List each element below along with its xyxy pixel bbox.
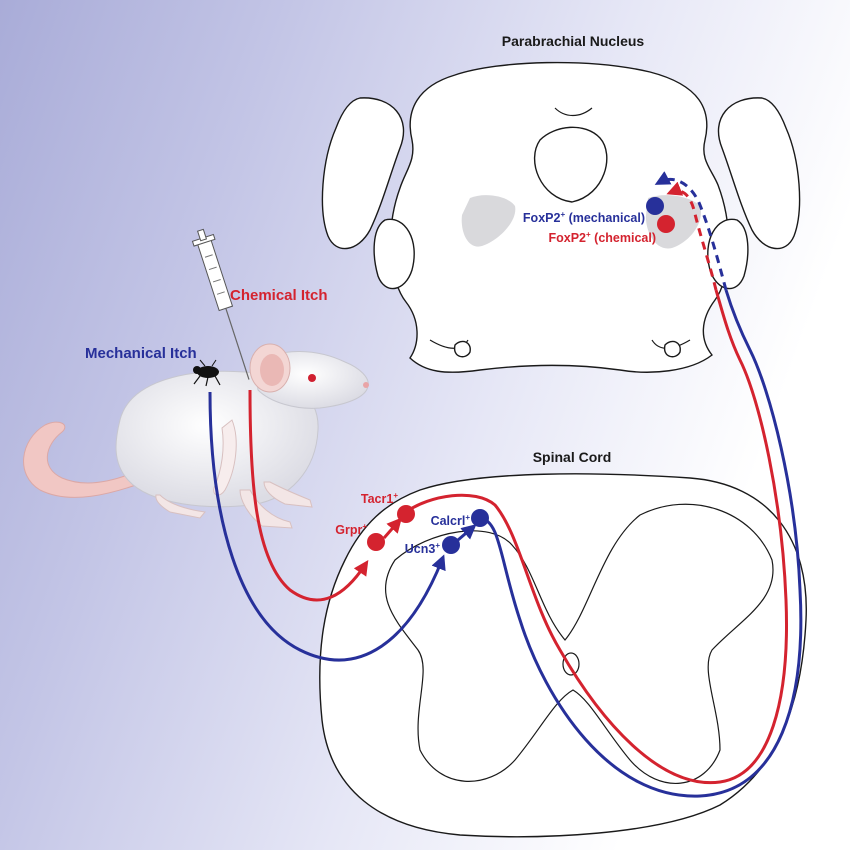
grpr-label: Grpr+	[335, 522, 367, 537]
grpr-to-tacr1-arrow	[382, 517, 402, 539]
foxp2-chemical-neuron	[657, 215, 675, 233]
chemical-projection-path	[405, 289, 788, 785]
chemical-projection-dashed	[666, 181, 718, 291]
tacr1-neuron	[397, 505, 415, 523]
bug-icon	[193, 359, 221, 387]
calcrl-neuron	[471, 509, 489, 527]
ucn3-to-calcrl-arrow	[457, 524, 477, 542]
chemical-itch-label: Chemical Itch	[230, 287, 328, 304]
mechanical-itch-label: Mechanical Itch	[85, 345, 197, 362]
spinal-cord-title: Spinal Cord	[533, 449, 612, 465]
grpr-neuron	[367, 533, 385, 551]
calcrl-label: Calcrl+	[431, 513, 471, 528]
ucn3-neuron	[442, 536, 460, 554]
foxp2-chemical-label: FoxP2+ (chemical)	[549, 230, 657, 245]
ucn3-label: Ucn3+	[405, 541, 441, 556]
syringe-icon	[191, 228, 250, 380]
mechanical-projection-path	[479, 289, 803, 798]
foxp2-mechanical-neuron	[646, 197, 664, 215]
mechanical-projection-dashed	[654, 171, 728, 291]
parabrachial-title: Parabrachial Nucleus	[502, 33, 645, 49]
mechanical-afferent-path	[208, 391, 446, 662]
brainstem-section	[321, 61, 801, 373]
tacr1-label: Tacr1+	[361, 491, 398, 506]
mouse-illustration	[23, 343, 369, 529]
chemical-afferent-path	[248, 389, 369, 602]
foxp2-mechanical-label: FoxP2+ (mechanical)	[523, 210, 645, 225]
